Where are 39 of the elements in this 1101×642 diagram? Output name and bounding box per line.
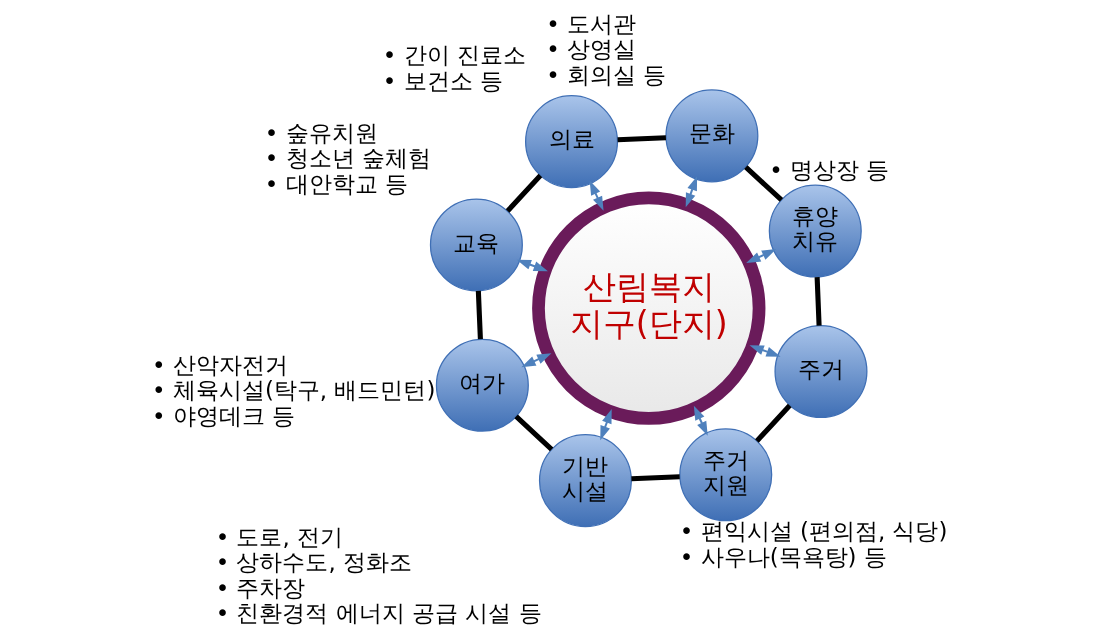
connector: [755, 403, 792, 443]
node-circle: 기반 시설: [538, 434, 632, 528]
node-circle: 문화: [665, 89, 759, 183]
connector: [631, 474, 680, 482]
node-circle: 주거 지원: [679, 428, 773, 522]
node-label: • 대안학교 등: [264, 170, 408, 197]
node-label: • 체육시설(탁구, 배드민턴): [152, 377, 436, 404]
connector: [505, 173, 543, 213]
node-label: • 명상장 등: [769, 157, 890, 184]
connector: [475, 290, 483, 340]
node-label: • 상하수도, 정화조: [215, 549, 413, 576]
node-label: • 야영데크 등: [152, 402, 296, 429]
connector: [744, 165, 784, 202]
node-label: • 도서관: [546, 10, 636, 37]
node-circle: 주거: [774, 325, 868, 419]
node-label: • 청소년 숲체험: [264, 145, 431, 172]
arrow: [746, 249, 777, 264]
node-label: • 사우나(목욕탕) 등: [679, 543, 887, 570]
arrow: [685, 176, 698, 208]
arrow: [521, 353, 552, 368]
node-circle: 휴양 치유: [768, 184, 862, 278]
connector: [814, 277, 822, 326]
node-label: • 산악자전거: [152, 351, 288, 378]
node-label: • 도로, 전기: [215, 523, 344, 550]
arrow: [589, 180, 604, 211]
node-label: • 숲유치원: [264, 119, 378, 146]
node-label: • 간이 진료소: [382, 42, 526, 69]
node-label: • 주차장: [215, 574, 306, 601]
node-label: • 상영실: [546, 36, 636, 63]
node-circle: 의료: [525, 95, 619, 189]
node-label: • 회의실 등: [546, 61, 667, 88]
connector: [514, 414, 554, 452]
node-label: • 친환경적 에너지 공급 시설 등: [215, 600, 542, 627]
node-label: • 보건소 등: [382, 67, 503, 94]
node-circle: 교육: [429, 198, 523, 292]
arrow: [516, 259, 548, 272]
arrow: [693, 405, 708, 436]
connector: [617, 135, 667, 143]
node-circle: 여가: [435, 338, 529, 432]
